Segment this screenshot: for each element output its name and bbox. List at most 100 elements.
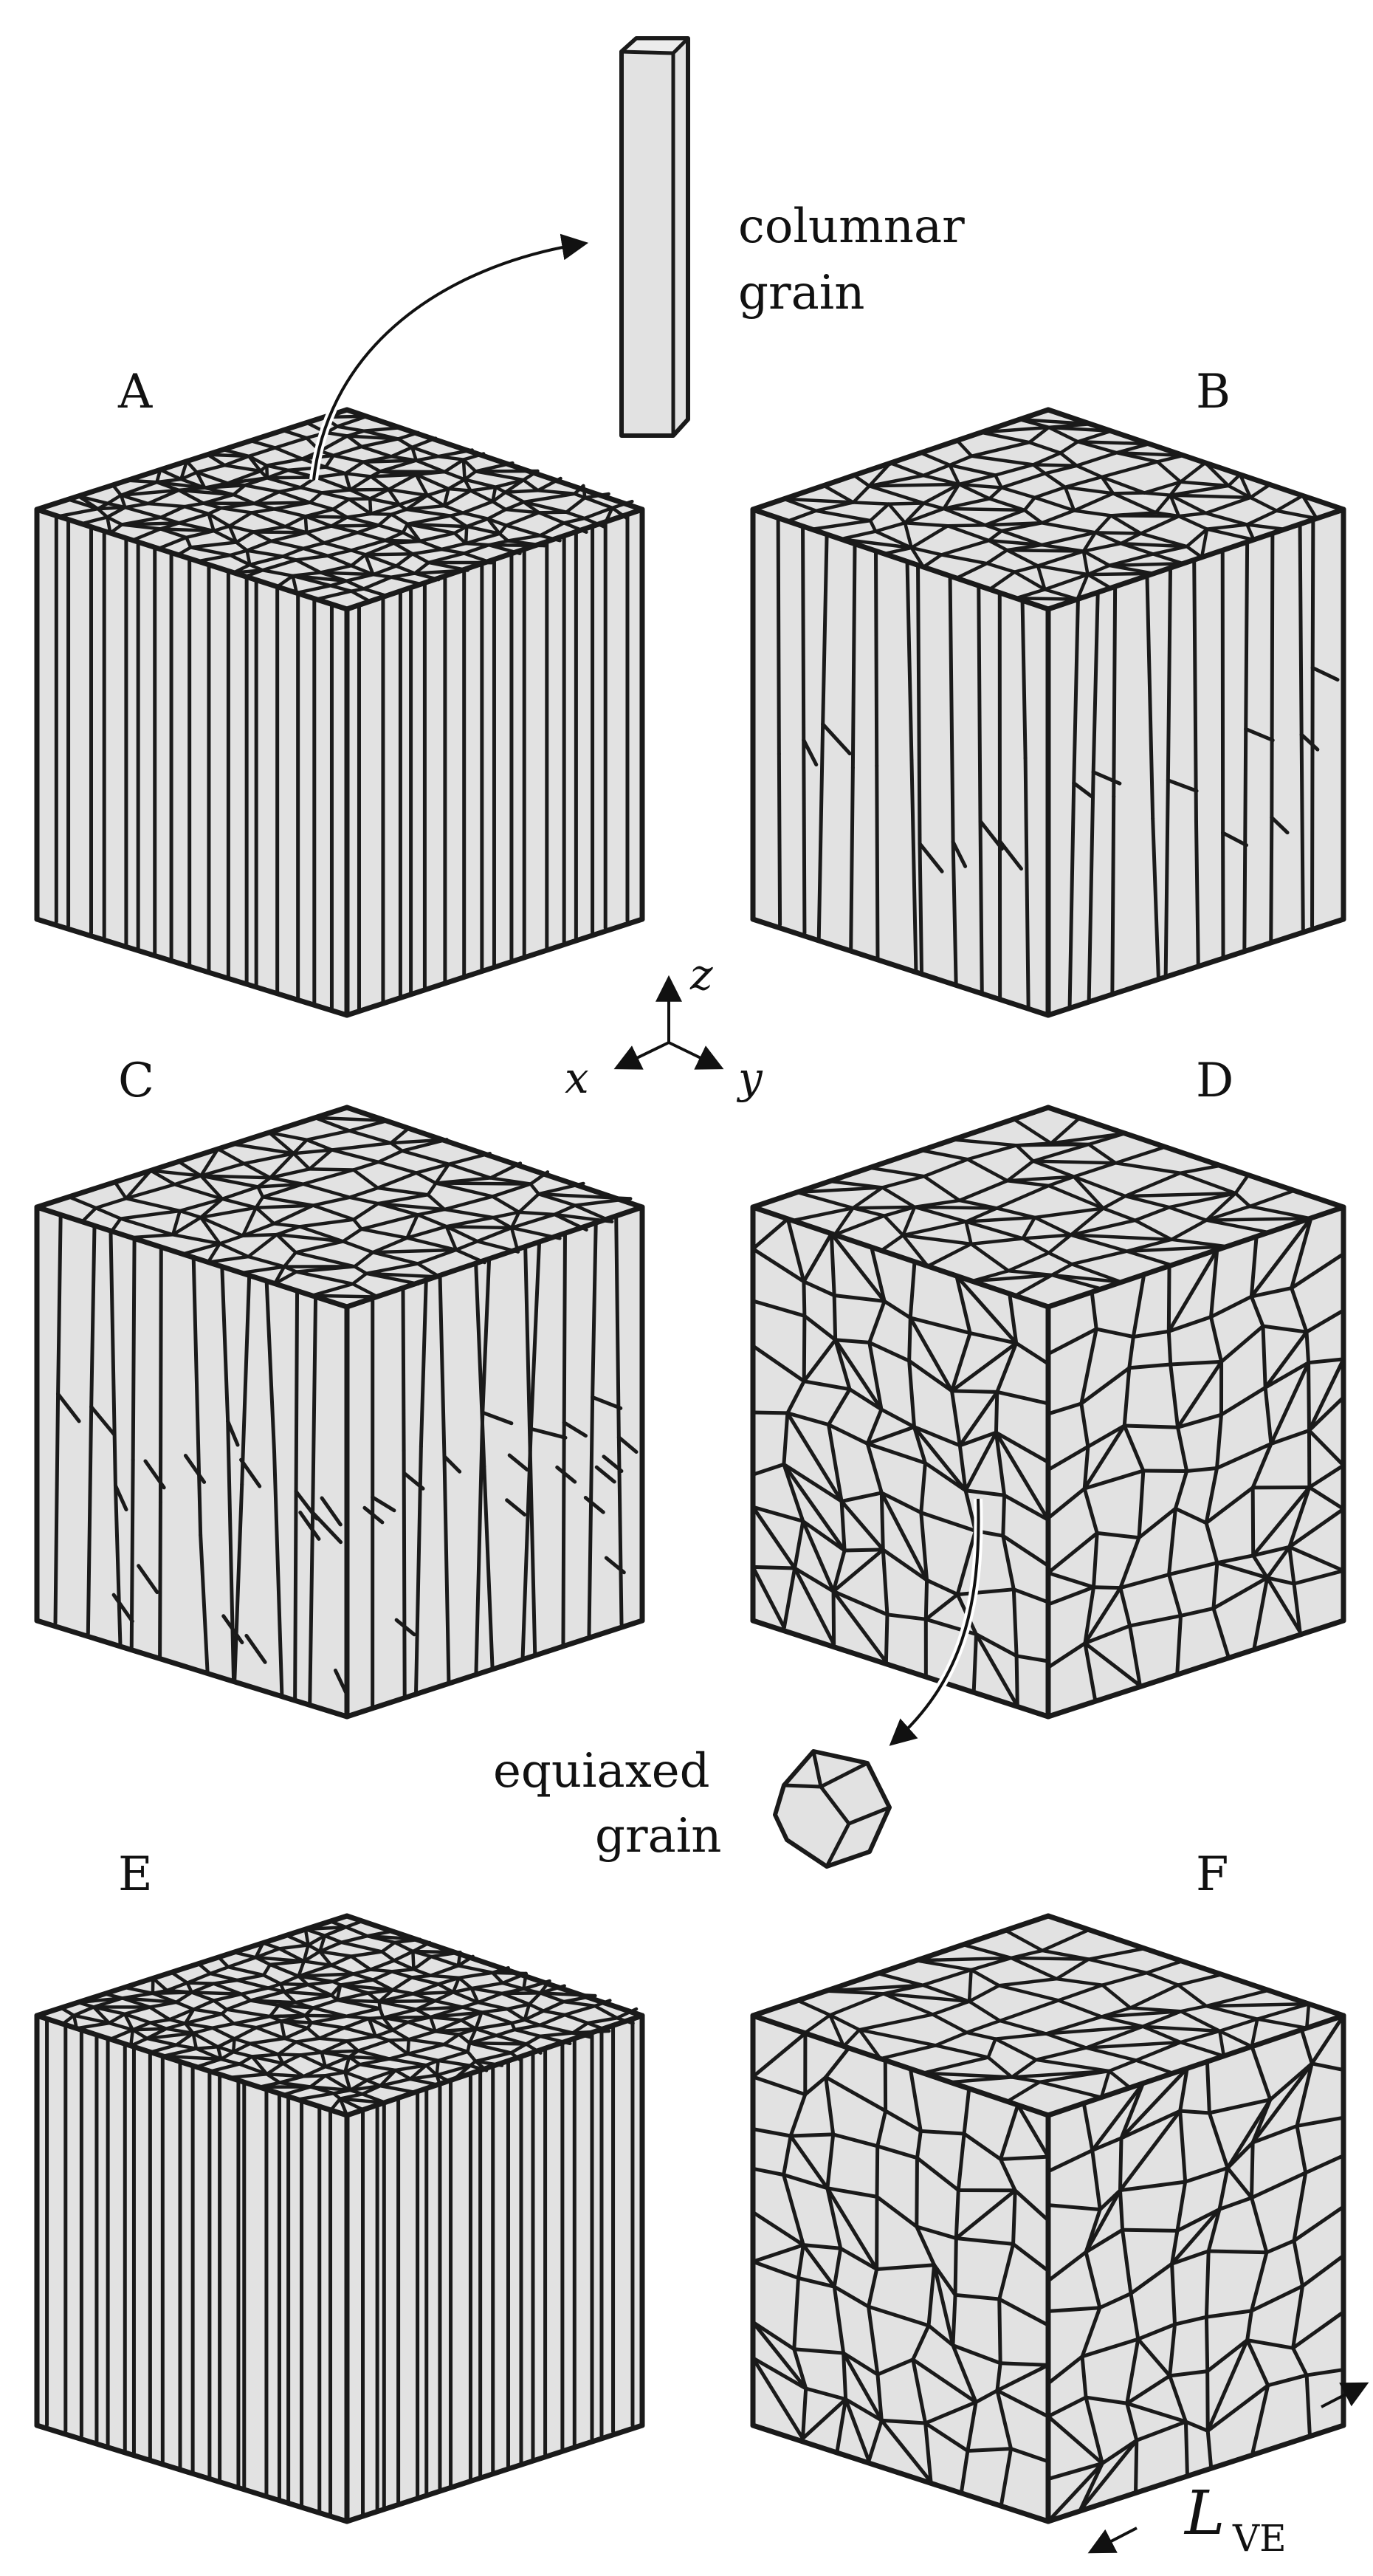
grain-boundary — [359, 1227, 409, 1240]
grain-boundary — [1076, 572, 1090, 601]
grain-boundary — [356, 2039, 391, 2053]
grain-boundary — [245, 549, 285, 558]
grain-boundary — [368, 497, 401, 506]
grain-boundary — [951, 2292, 957, 2348]
grain-boundary — [1016, 2103, 1050, 2159]
grain-boundary — [504, 511, 541, 527]
grain-boundary — [235, 1978, 270, 1990]
grain-boundary — [309, 2074, 328, 2089]
grain-boundary — [1129, 2291, 1140, 2341]
column-boundary — [442, 1454, 462, 1474]
grain-boundary — [318, 1940, 343, 1954]
grain-boundary — [428, 2015, 437, 2033]
grain-boundary — [466, 2050, 478, 2064]
grain-boundary — [185, 535, 193, 549]
grain-boundary — [318, 1949, 333, 1968]
column-boundary — [1067, 781, 1076, 1010]
grain-boundary — [273, 1270, 298, 1285]
grain-boundary — [305, 1138, 334, 1152]
grain-boundary — [469, 1986, 504, 1996]
grain-boundary — [1044, 2015, 1104, 2036]
grain-boundary — [1211, 1606, 1231, 1658]
grain-boundary — [389, 445, 414, 458]
grain-boundary — [301, 1182, 351, 1200]
grain-boundary — [148, 1169, 176, 1186]
grain-boundary — [1211, 1576, 1270, 1610]
grain-boundary — [1125, 1245, 1229, 1253]
grain-boundary — [1022, 495, 1037, 512]
grain-boundary — [268, 1152, 296, 1180]
grain-boundary — [429, 1954, 461, 1968]
grain-boundary — [451, 1976, 461, 1994]
column-boundary — [591, 1395, 623, 1410]
grain-boundary — [1249, 1216, 1313, 1299]
grain-boundary — [313, 1116, 351, 1133]
grain-boundary — [1047, 1251, 1074, 1266]
grain-boundary — [827, 1179, 884, 1189]
grain-boundary — [234, 530, 255, 544]
grain-boundary — [1226, 484, 1253, 500]
grain-boundary — [208, 1971, 239, 1982]
grain-boundary — [362, 429, 400, 441]
grain-boundary — [1083, 1624, 1132, 1646]
grain-boundary — [176, 1160, 203, 1178]
grain-boundary — [831, 2132, 880, 2149]
grain-boundary — [782, 1411, 790, 1466]
grain-boundary — [1287, 1485, 1312, 1549]
cube-edge — [344, 1105, 645, 1210]
grain-boundary — [265, 457, 304, 467]
grain-boundary — [1178, 1164, 1222, 1175]
grain-boundary — [416, 1207, 447, 1217]
grain-boundary — [1209, 1248, 1219, 1319]
grain-boundary — [1307, 1463, 1346, 1489]
grain-boundary — [831, 1548, 847, 1593]
column-boundary — [561, 1421, 566, 1646]
column-boundary — [89, 1404, 117, 1437]
column-boundary — [1270, 531, 1275, 820]
grain-boundary — [966, 2447, 1014, 2453]
grain-boundary — [1275, 509, 1318, 521]
column-boundary — [776, 516, 781, 756]
grain-boundary — [509, 1212, 557, 1230]
grain-boundary — [131, 2027, 168, 2032]
grain-boundary — [867, 1340, 912, 1363]
grain-boundary — [921, 553, 943, 569]
grain-boundary — [208, 2062, 241, 2073]
grain-boundary — [261, 558, 298, 572]
grain-boundary — [129, 2027, 135, 2048]
grain-boundary — [1013, 564, 1040, 574]
cube-edge — [750, 506, 1051, 612]
grain-boundary — [751, 2320, 808, 2391]
grain-boundary — [297, 1217, 356, 1229]
column-boundary — [1310, 665, 1340, 682]
grain-boundary — [751, 2210, 805, 2247]
column-boundary — [1299, 732, 1305, 931]
grain-boundary — [221, 1614, 244, 1645]
grain-boundary — [1033, 1206, 1105, 1220]
grain-boundary — [1250, 2044, 1273, 2102]
grain-boundary — [335, 1998, 381, 2004]
grain-boundary — [1206, 2207, 1222, 2253]
grain-boundary — [392, 539, 422, 545]
grain-boundary — [387, 2039, 410, 2056]
grain-boundary — [912, 1425, 962, 1448]
grain-boundary — [1204, 1466, 1219, 1525]
grain-boundary — [1169, 1362, 1180, 1429]
grain-boundary — [491, 485, 498, 504]
grain-boundary — [538, 521, 566, 537]
grain-boundary — [254, 1195, 265, 1209]
grain-boundary — [833, 1206, 855, 1237]
grain-boundary — [1299, 2027, 1314, 2066]
grain-boundary — [331, 507, 349, 519]
grain-boundary — [997, 2297, 1050, 2327]
grain-boundary — [330, 1141, 393, 1152]
grain-boundary — [922, 501, 946, 511]
grain-boundary — [911, 2357, 928, 2425]
grain-boundary — [146, 501, 187, 509]
grain-boundary — [387, 2038, 411, 2042]
column-boundary — [401, 1285, 406, 1453]
cube-edge — [1045, 2013, 1346, 2118]
cube-edge — [344, 1913, 645, 2019]
grain-boundary — [106, 515, 124, 526]
grain-boundary — [998, 2157, 1017, 2193]
